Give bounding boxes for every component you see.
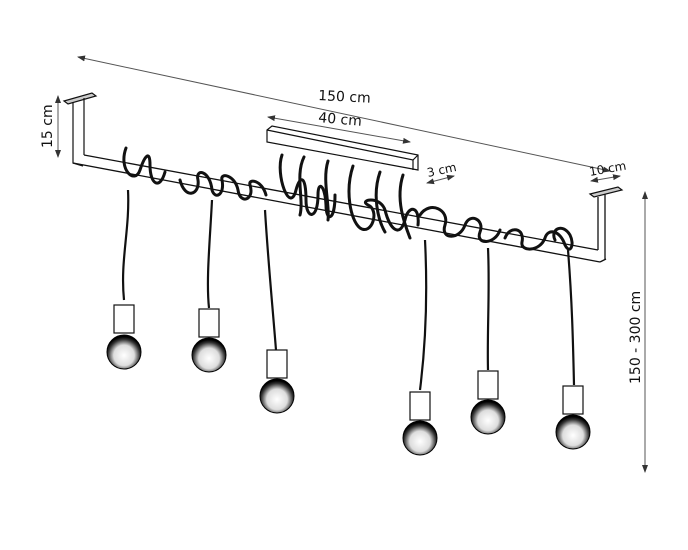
dimension-canopy-width: 3 cm [426,160,458,185]
dimension-bracket-height: 15 cm [40,95,61,158]
svg-text:10 cm: 10 cm [588,159,627,179]
bulb-3 [259,349,295,414]
svg-text:150 - 300 cm: 150 - 300 cm [628,291,644,384]
dimension-total-length: 150 cm [77,55,611,173]
dimension-bracket-depth: 10 cm [588,159,627,183]
canopy [266,125,419,171]
coiled-cables [122,146,574,251]
bulb-5 [470,370,506,435]
svg-text:3 cm: 3 cm [426,160,458,180]
left-bracket [62,92,98,167]
dimension-hanging-height: 150 - 300 cm [628,191,648,473]
svg-text:40 cm: 40 cm [318,110,363,130]
svg-text:15 cm: 15 cm [40,104,56,148]
svg-text:150 cm: 150 cm [318,88,371,107]
bulb-1 [106,304,142,370]
bulb-6 [555,385,591,450]
bulb-4 [402,391,438,456]
main-bar [72,154,607,263]
drop-cables [121,189,576,391]
right-bracket [588,186,624,198]
bulb-2 [191,308,227,373]
dimension-canopy-length: 40 cm [267,110,411,144]
